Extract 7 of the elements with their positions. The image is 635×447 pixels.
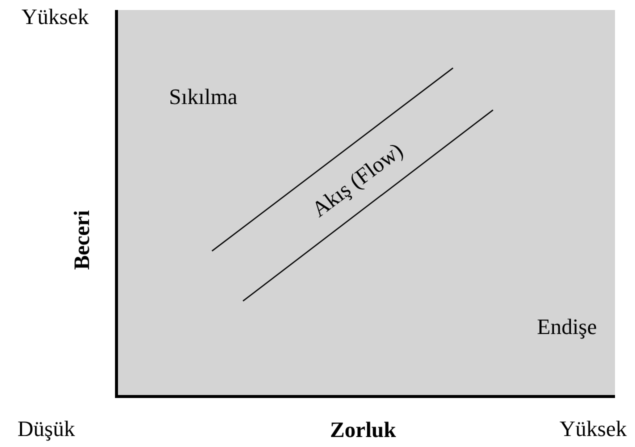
region-label: Sıkılma [169, 86, 238, 108]
axis-label: Yüksek [560, 418, 627, 440]
axis-label: Düşük [18, 418, 75, 440]
axis-title: Beceri [70, 210, 93, 270]
axis-title: Zorluk [330, 419, 396, 441]
axis-label: Yüksek [22, 6, 89, 28]
region-label: Endişe [537, 316, 597, 338]
